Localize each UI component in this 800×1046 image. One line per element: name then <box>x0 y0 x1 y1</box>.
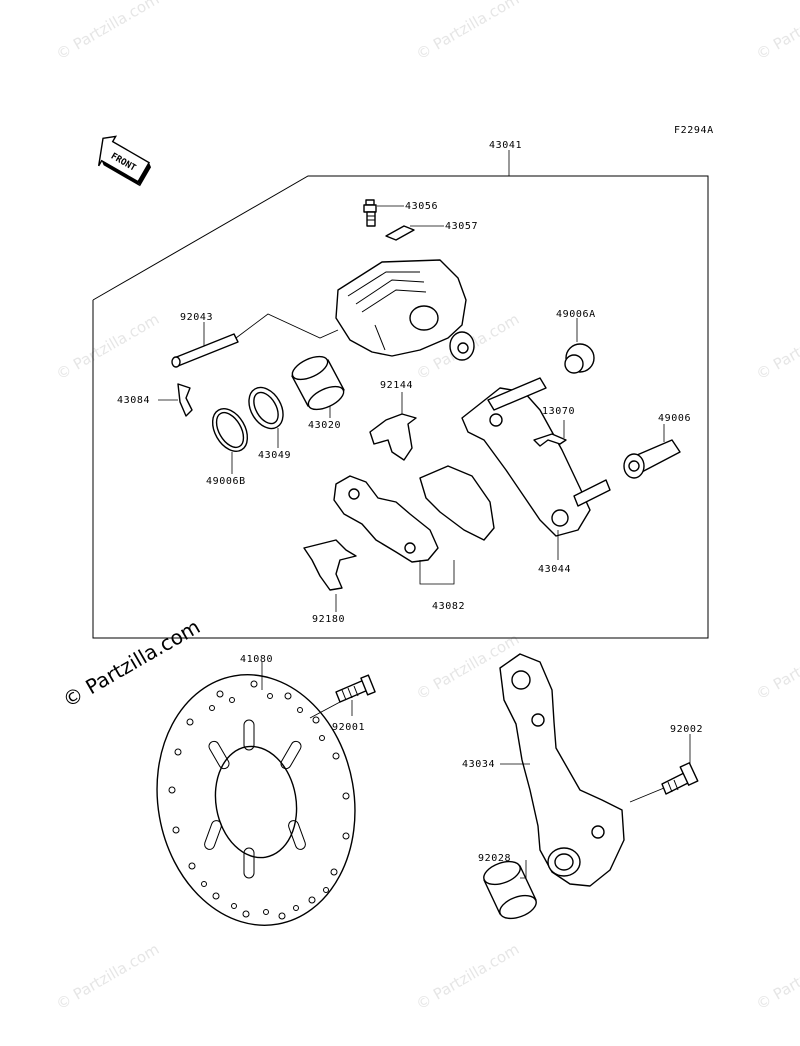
leader-disc-bolt <box>309 701 341 719</box>
part-label-43020: 43020 <box>308 420 341 431</box>
caliper-body <box>335 259 475 361</box>
part-label-41080: 41080 <box>240 654 273 665</box>
part-label-49006A: 49006A <box>556 309 596 320</box>
part-label-92043: 92043 <box>180 312 213 323</box>
part-label-43056: 43056 <box>405 201 438 212</box>
watermark-layer: © Partzilla.com © Partzilla.com © Partzi… <box>53 0 800 1013</box>
dust-seal <box>211 408 249 452</box>
watermark-text: © Partzilla.com <box>753 0 800 63</box>
part-label-43084: 43084 <box>117 395 150 406</box>
part-label-43049: 43049 <box>258 450 291 461</box>
part-label-43034: 43034 <box>462 759 495 770</box>
part-label-43057: 43057 <box>445 221 478 232</box>
part-label-43044: 43044 <box>538 564 571 575</box>
torque-bracket <box>499 653 625 887</box>
part-label-43082: 43082 <box>432 601 465 612</box>
part-label-92002: 92002 <box>670 724 703 735</box>
brake-disc <box>156 674 356 926</box>
figure-code: F2294A <box>674 125 714 136</box>
pad-shim <box>303 539 357 591</box>
caliper-bracket <box>461 377 611 537</box>
watermark-text: © Partzilla.com <box>413 940 522 1013</box>
watermark-text: © Partzilla.com <box>53 0 162 63</box>
part-label-92144: 92144 <box>380 380 413 391</box>
part-label-13070: 13070 <box>542 406 575 417</box>
watermark-text: © Partzilla.com <box>753 310 800 383</box>
leader-92028 <box>520 860 527 879</box>
watermark-text: © Partzilla.com <box>53 310 162 383</box>
watermark-text: © Partzilla.com <box>753 630 800 703</box>
watermark-text: © Partzilla.com <box>753 940 800 1013</box>
bleeder-cap <box>385 225 415 241</box>
leader-bolt-to-bracket <box>629 787 665 803</box>
pad-spring <box>369 413 417 461</box>
piston <box>291 355 345 411</box>
piston-seal <box>248 386 284 430</box>
leader-43082 <box>419 560 455 585</box>
pad-clip <box>533 433 567 447</box>
collar <box>483 860 537 920</box>
caliper-assembly-outline <box>92 175 709 639</box>
front-arrow-icon: FRONT <box>97 135 152 187</box>
watermark-text: © Partzilla.com <box>413 0 522 63</box>
leader-pin-to-caliper <box>235 313 339 339</box>
retaining-clip <box>177 383 193 417</box>
part-label-92001: 92001 <box>332 722 365 733</box>
caliper-pin <box>171 333 239 368</box>
part-label-49006: 49006 <box>658 413 691 424</box>
part-label-49006B: 49006B <box>206 476 246 487</box>
bleeder-valve <box>363 199 377 227</box>
part-label-92180: 92180 <box>312 614 345 625</box>
bushing-49006 <box>623 439 681 479</box>
disc-bolt <box>335 674 376 703</box>
brake-pads <box>333 465 495 563</box>
bushing-49006A <box>564 343 595 374</box>
watermark-text: © Partzilla.com <box>53 940 162 1013</box>
partzilla-watermark: © Partzilla.com <box>59 614 205 712</box>
part-label-92028: 92028 <box>478 853 511 864</box>
part-label-43041: 43041 <box>489 140 522 151</box>
torque-bracket-bolt <box>661 762 699 795</box>
